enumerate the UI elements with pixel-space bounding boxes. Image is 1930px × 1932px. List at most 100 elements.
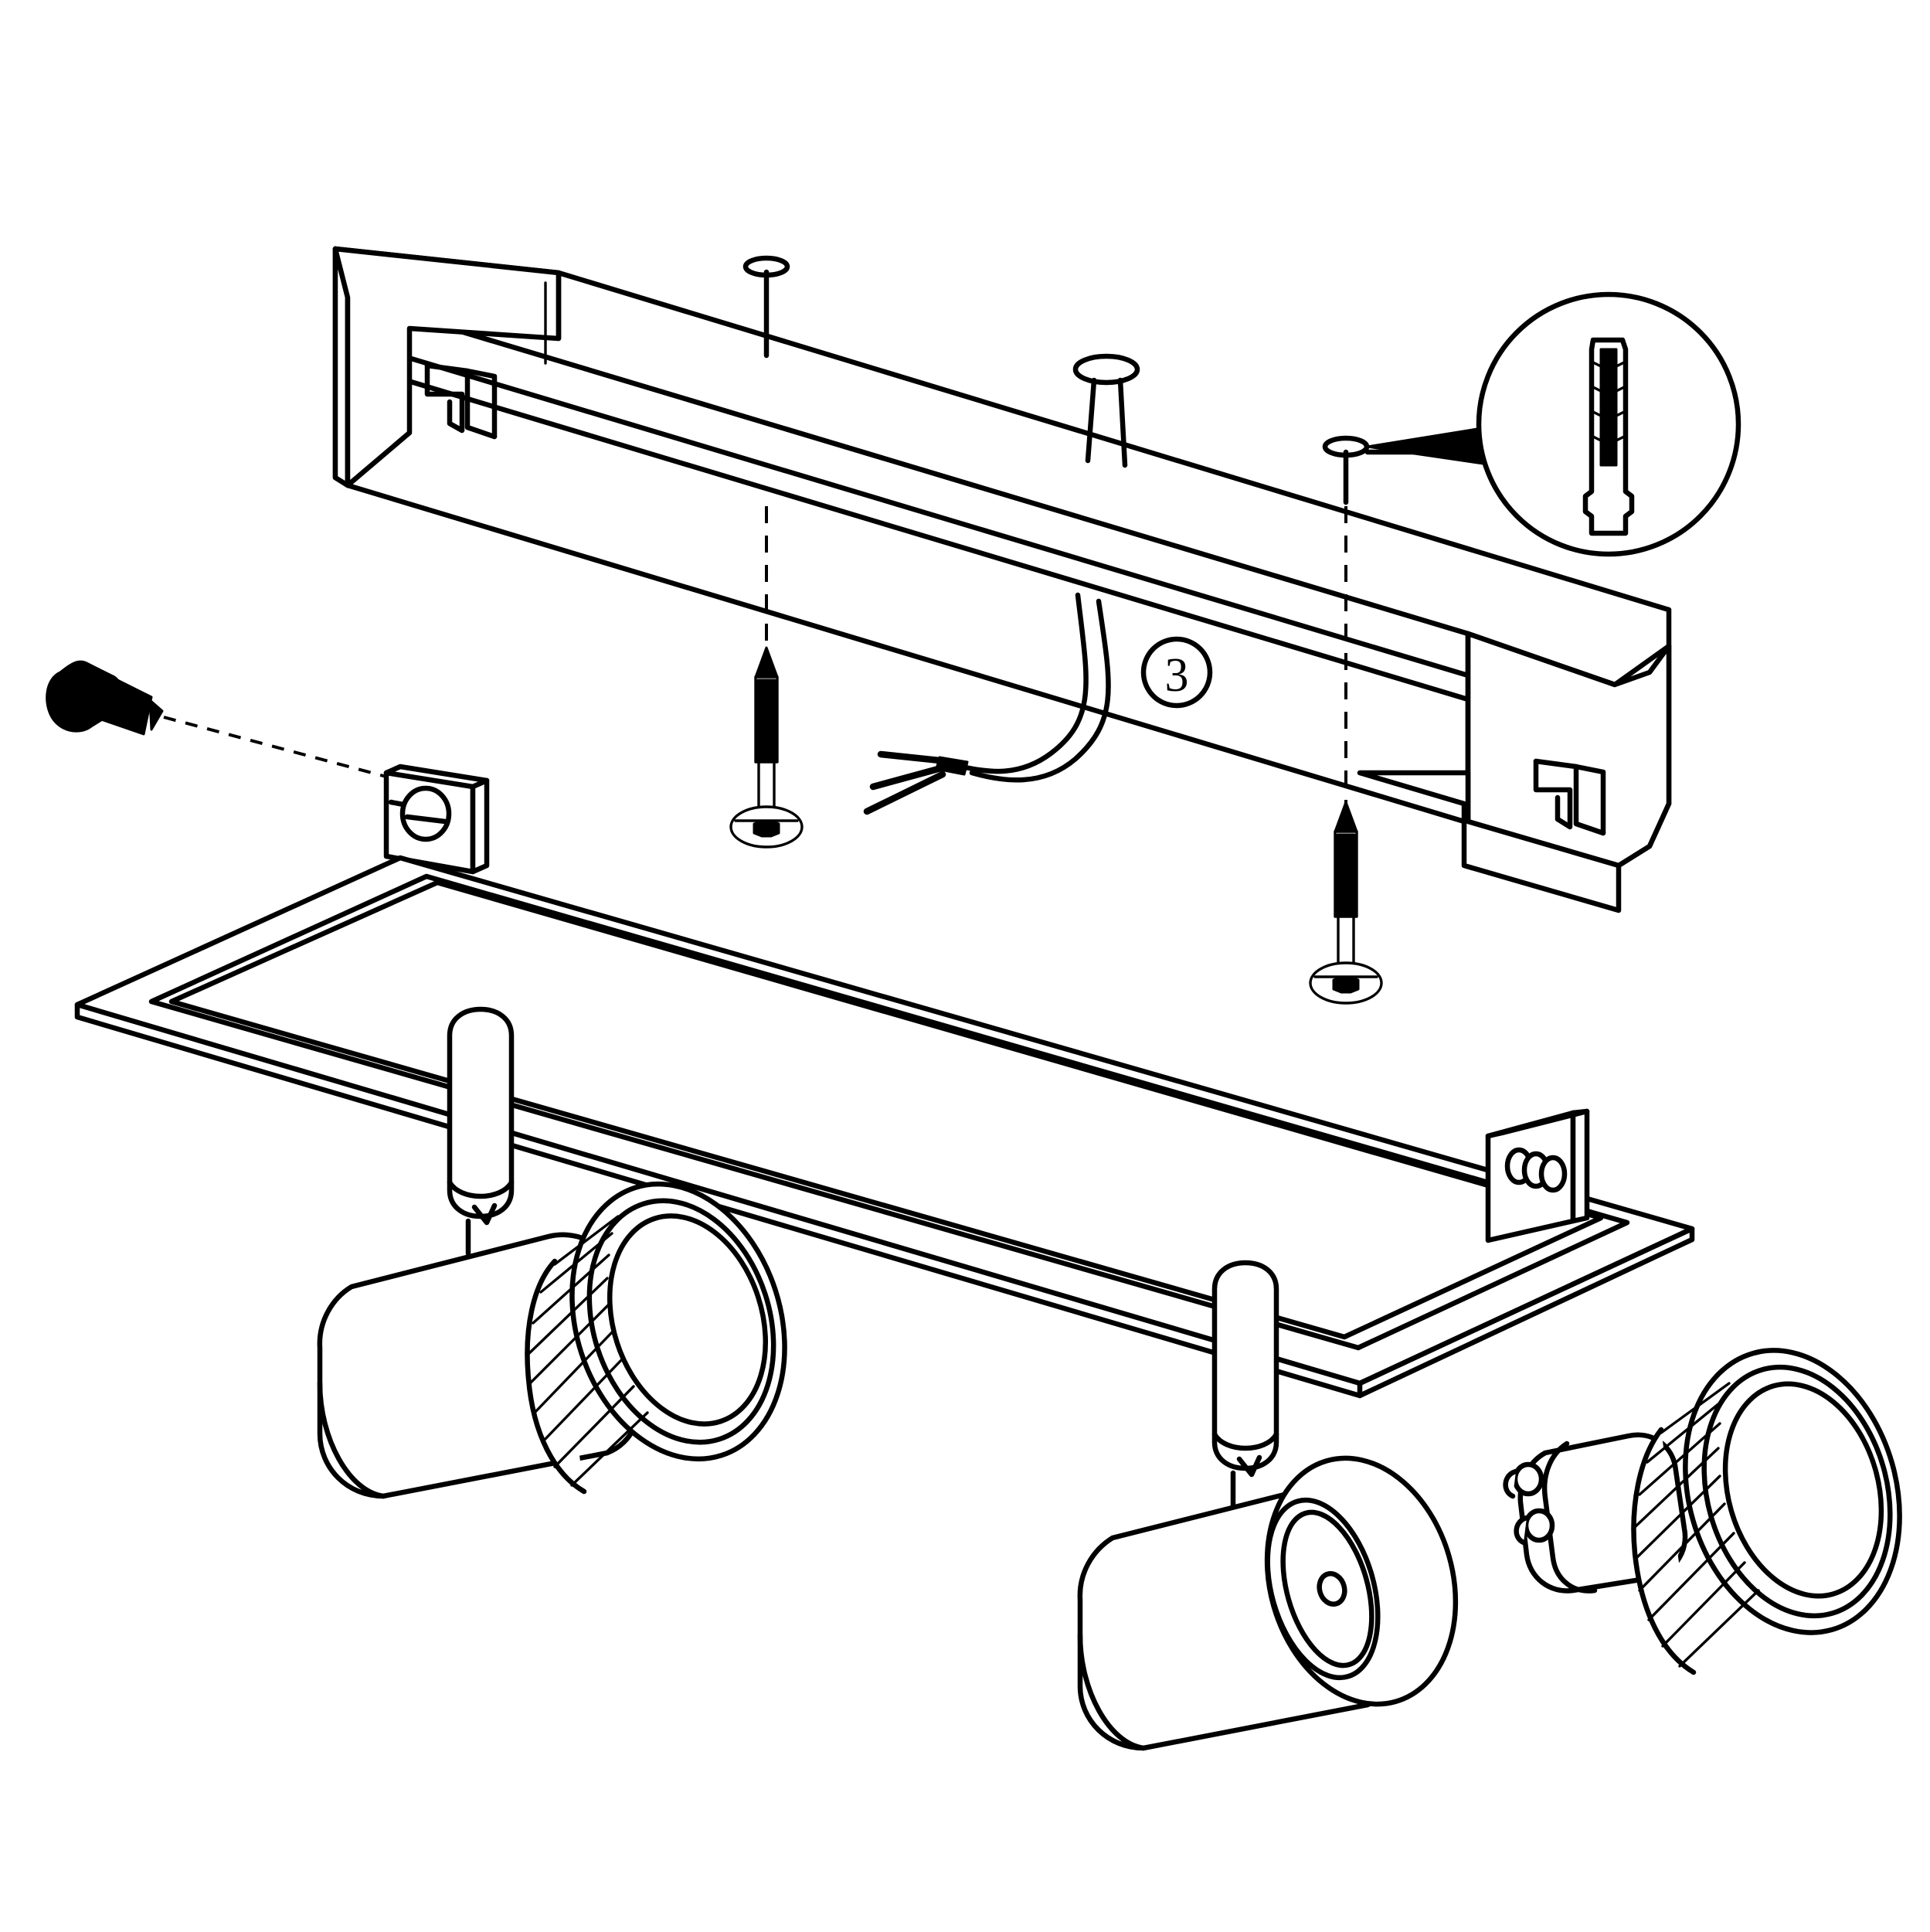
gu10-pin-2-neck	[1514, 1515, 1530, 1546]
facet-l7	[541, 1357, 624, 1444]
left-spot-housing-end-curve	[317, 1380, 386, 1499]
facet-r6	[1638, 1502, 1726, 1592]
wall-plug-icon	[1582, 337, 1635, 536]
right-stem-bottom-edge	[1211, 1431, 1279, 1451]
facet-r4	[1633, 1447, 1720, 1529]
facet-l5	[527, 1303, 610, 1386]
mains-supply-cable	[863, 592, 1111, 815]
gu10-reflector-lamp	[1503, 1348, 1902, 1675]
base-plate-recess-inner	[168, 879, 1604, 1340]
thread-ridge-r5	[1336, 898, 1356, 907]
facet-l4	[527, 1277, 609, 1355]
left-bracket-hole-lead	[388, 799, 406, 808]
thread-ridge-l4	[756, 730, 776, 739]
fixing-hole-center-stem-a	[1085, 377, 1097, 464]
wall-plug-rib-3	[1615, 410, 1627, 417]
gu10-cone-back	[1631, 1427, 1697, 1675]
spotlight-head-left	[317, 1006, 787, 1499]
thread-ridge-r1	[1336, 842, 1356, 852]
gu10-face-glass	[1722, 1381, 1884, 1599]
base-plate-right-bracket	[1485, 1108, 1590, 1243]
left-lamp-facets	[527, 1215, 649, 1487]
thread-ridge-r3	[1336, 870, 1356, 879]
gu10-pin-1-head	[1512, 1461, 1544, 1497]
conductor-2	[869, 764, 945, 791]
thread-ridge-l3	[756, 716, 776, 725]
right-stem-cylinder	[1211, 1260, 1279, 1471]
gu10-bayonet-pins	[1503, 1461, 1555, 1546]
thread-ridge-l2	[756, 702, 776, 711]
facet-l9	[570, 1411, 649, 1487]
gu10-facets	[1633, 1382, 1760, 1668]
gu10-pin-2-head	[1523, 1508, 1555, 1543]
grub-thread-1	[107, 683, 114, 714]
wall-plug-rib-4	[1615, 434, 1627, 442]
thread-ridge-l5	[756, 743, 776, 753]
cable-outer-sheath-upper	[959, 592, 1089, 774]
left-lamp-cone-back	[525, 1258, 587, 1495]
wall-plug-rib-6	[1590, 385, 1602, 393]
keyhole-slot-right-tab	[1573, 764, 1606, 836]
right-stem-swivel-joint	[1236, 1454, 1262, 1478]
guide-line-grub-to-bracket	[163, 716, 387, 778]
left-lamp-face-glass	[607, 1213, 769, 1427]
keyhole-slot-left-tab	[464, 368, 498, 440]
right-socket-center-contact	[1317, 1571, 1347, 1607]
thread-ridge-r4	[1336, 884, 1356, 893]
ceiling-plate-inner-edge-lower	[346, 360, 1471, 702]
wall-plug-detail-callout	[1364, 291, 1741, 557]
left-bracket-screw-hole	[399, 785, 452, 842]
wall-plug-rib-2	[1615, 385, 1627, 393]
keyhole-slot-left	[424, 362, 465, 434]
facet-l1	[553, 1215, 620, 1266]
left-stem-cylinder	[447, 1006, 515, 1219]
wall-plug-rib-7	[1590, 410, 1602, 417]
wood-screw-left-phillips-cross	[753, 819, 780, 838]
wood-screw-left	[729, 646, 804, 849]
right-bracket-thread-3	[1538, 1155, 1568, 1193]
gu10-pin-1-neck	[1503, 1468, 1519, 1499]
facet-r7	[1647, 1532, 1735, 1621]
keyhole-slot-right	[1533, 758, 1573, 830]
thread-ridge-r2	[1336, 856, 1356, 866]
ceiling-mounting-plate	[332, 246, 1672, 913]
wall-plug-core-slot	[1599, 348, 1618, 467]
grub-screw	[46, 660, 164, 736]
left-bracket-hole-thread	[404, 814, 448, 825]
wood-screw-right	[1309, 801, 1383, 1005]
right-bracket-top	[1485, 1108, 1590, 1139]
spotlight-base-plate	[74, 764, 1695, 1399]
facet-r2	[1646, 1399, 1724, 1464]
conductor-3	[863, 770, 946, 815]
spotlight-head-right	[1077, 1260, 1459, 1751]
facet-r9	[1678, 1589, 1760, 1668]
facet-r8	[1661, 1561, 1746, 1648]
facet-r3	[1638, 1422, 1721, 1496]
wall-plug-rib-5	[1590, 360, 1602, 368]
wood-screw-right-phillips-cross	[1332, 975, 1360, 994]
facet-l2	[539, 1232, 613, 1294]
left-bracket-side	[470, 777, 490, 875]
base-plate-right-thickness	[1357, 1226, 1695, 1399]
left-stem-bottom-edge	[447, 1179, 515, 1199]
step-marker-3-circle	[1140, 636, 1213, 709]
thread-ridge-l1	[756, 688, 776, 697]
base-plate-recess-outer	[148, 873, 1630, 1351]
facet-l6	[532, 1329, 615, 1416]
facet-r1	[1660, 1382, 1731, 1434]
ceiling-plate-inner-edge-upper	[346, 337, 1471, 679]
grub-thread-4	[139, 699, 147, 730]
ceiling-plate-right-lip	[1357, 770, 1622, 913]
keyhole-slot-right-outline	[1533, 758, 1606, 836]
grub-screw-slot	[57, 669, 93, 689]
right-spot-housing-end-curve	[1077, 1632, 1147, 1751]
grub-thread-3	[128, 694, 136, 725]
wall-plug-rib-1	[1615, 360, 1627, 368]
gu10-lamp-left	[525, 1181, 787, 1495]
fixing-hole-center-stem-b	[1117, 377, 1128, 468]
grub-thread-2	[117, 689, 125, 719]
facet-l8	[553, 1385, 635, 1468]
base-plate-left-bracket	[383, 764, 490, 875]
left-bracket-top	[383, 764, 490, 784]
